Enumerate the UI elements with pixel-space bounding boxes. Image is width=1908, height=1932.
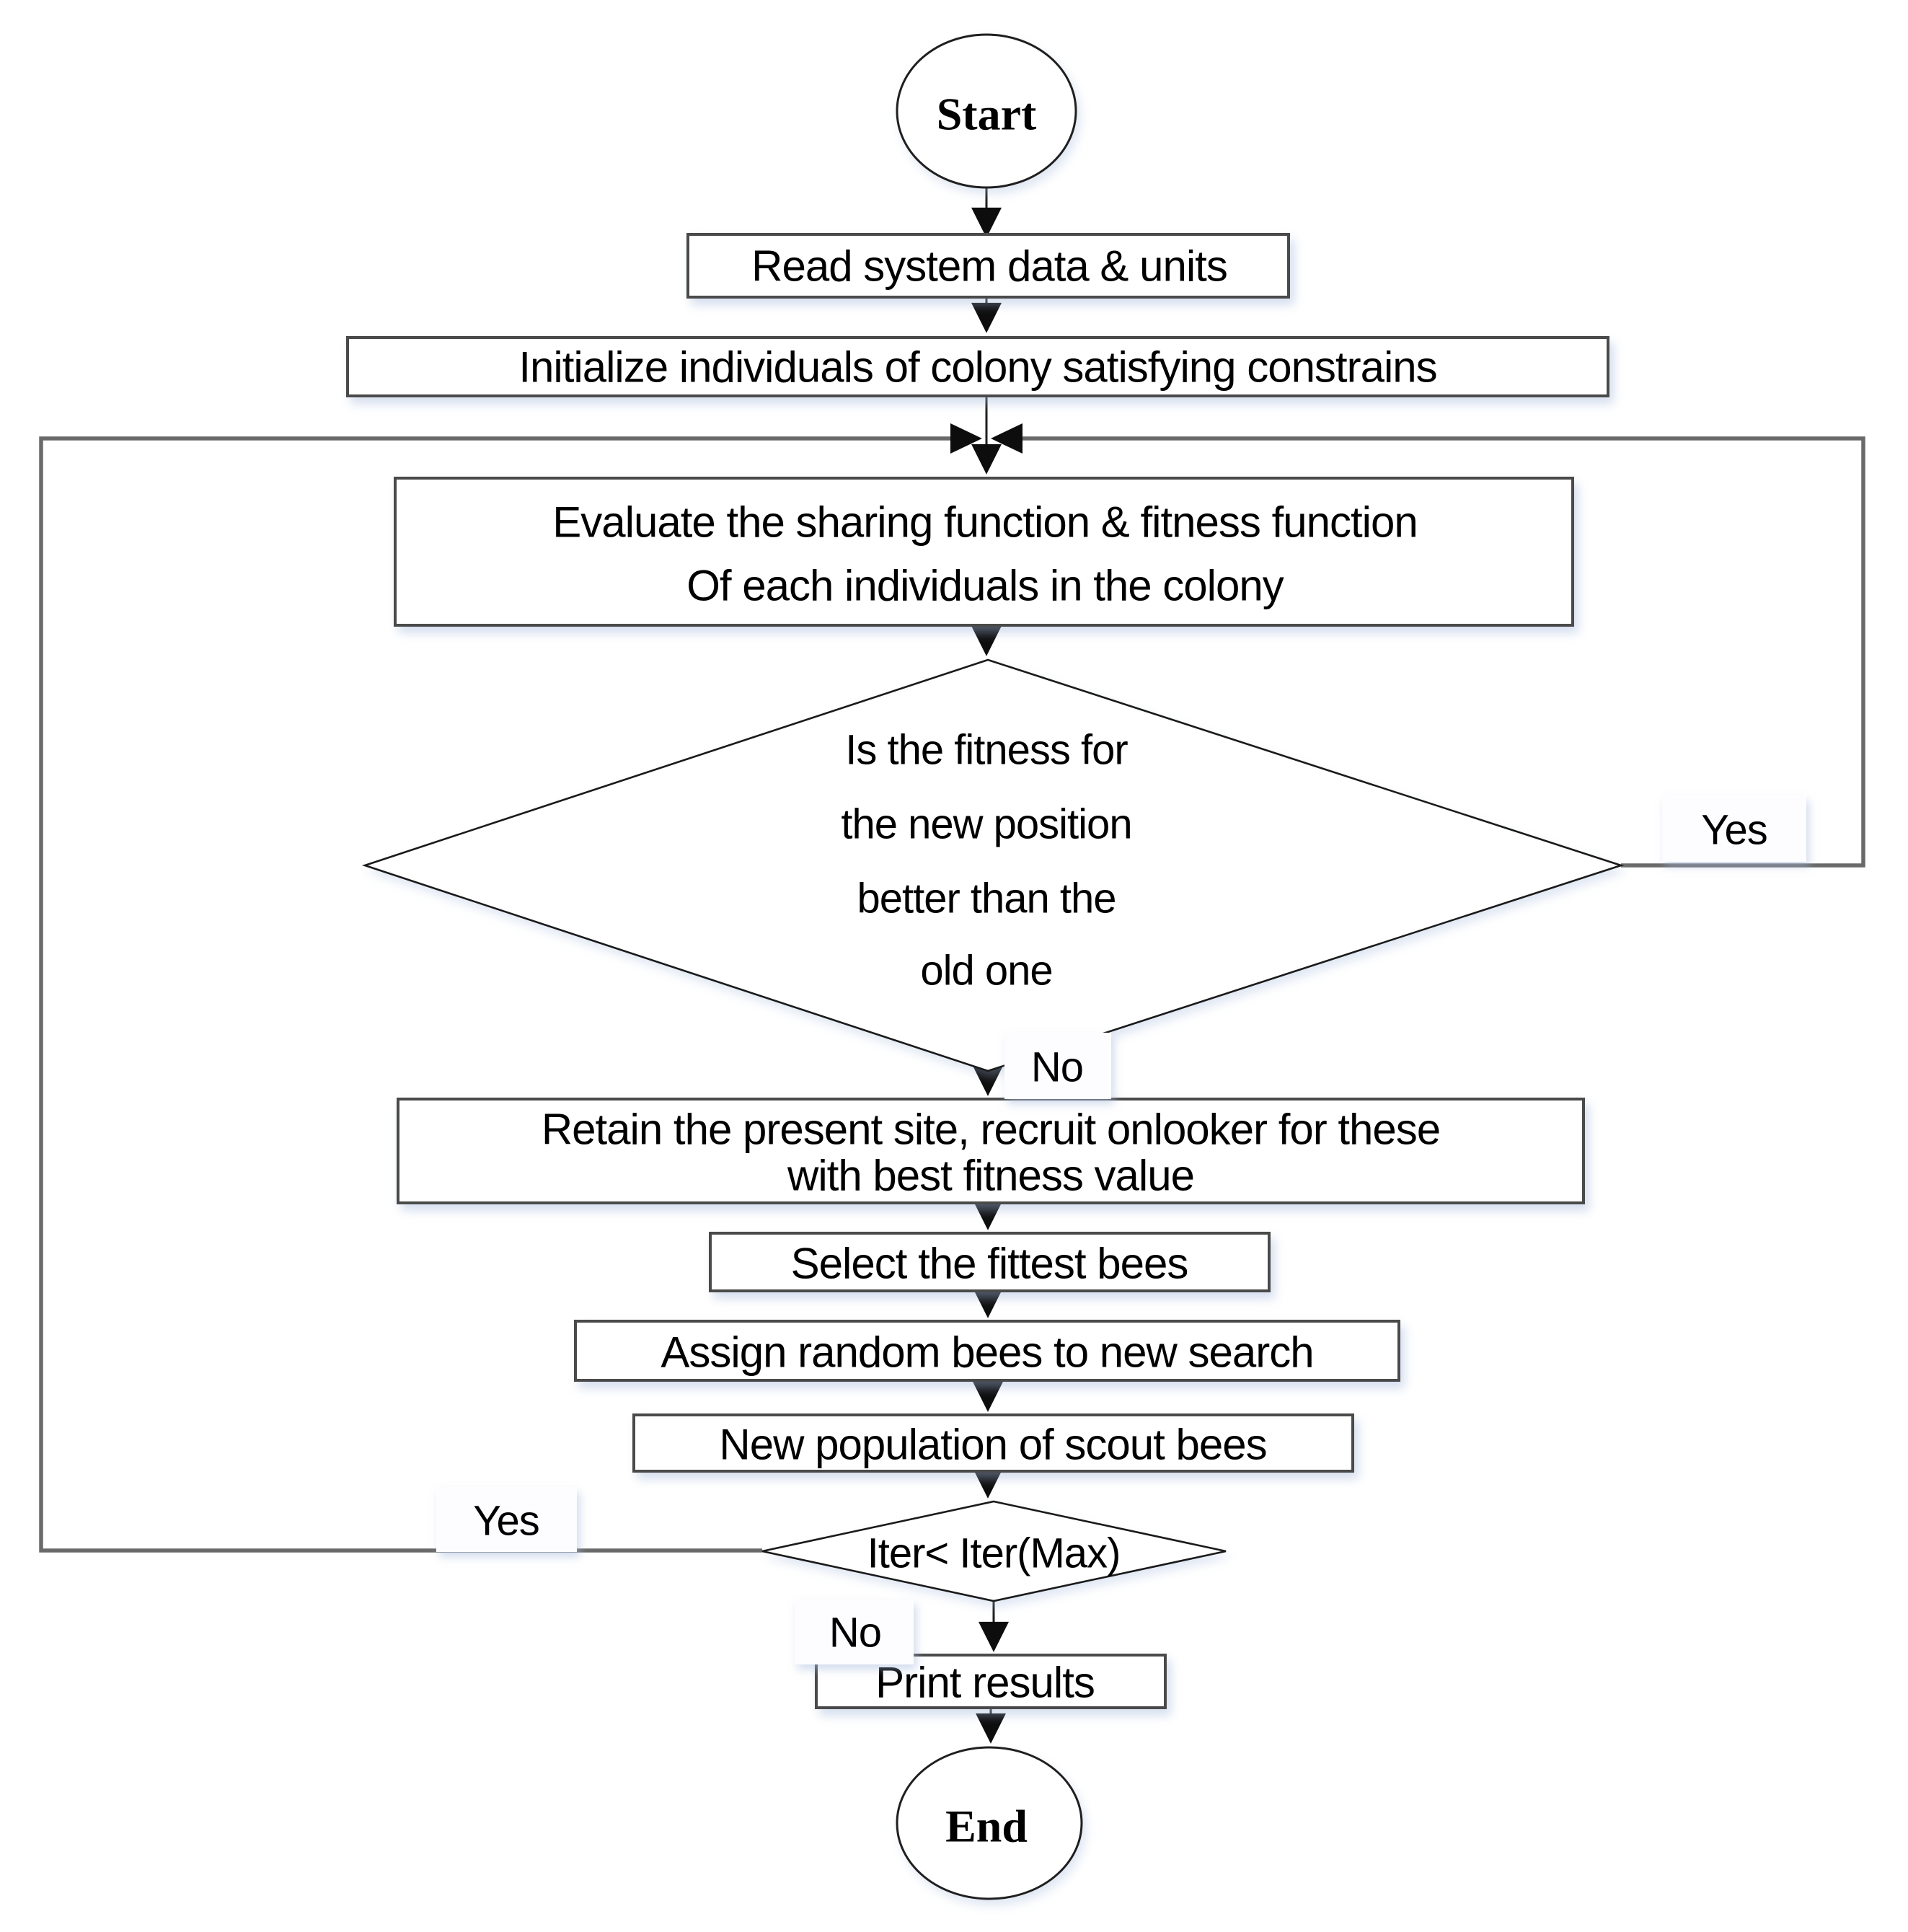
loop-iter-yes-line bbox=[39, 436, 966, 1553]
end-terminator bbox=[896, 1746, 1083, 1900]
iter-decision-diamond bbox=[761, 1500, 1227, 1602]
evaluate-box bbox=[394, 477, 1574, 627]
assign-box bbox=[574, 1320, 1400, 1382]
fitness-decision-line1: Is the fitness for bbox=[845, 727, 1128, 774]
fitness-yes-label-bg bbox=[1662, 795, 1806, 862]
iter-yes-label-bg bbox=[436, 1487, 577, 1552]
fitness-decision-line2: the new position bbox=[841, 801, 1131, 848]
fitness-no-label: No bbox=[1031, 1044, 1083, 1091]
end-label: End bbox=[945, 1801, 1028, 1852]
initialize-label: Initialize individuals of colony satisfy… bbox=[518, 343, 1436, 392]
start-label: Start bbox=[937, 89, 1037, 140]
retain-label-line1: Retain the present site, recruit onlooke… bbox=[542, 1106, 1440, 1154]
read-data-box bbox=[686, 233, 1290, 299]
fitness-decision-diamond bbox=[361, 658, 1625, 1072]
evaluate-label-line2: Of each individuals in the colony bbox=[686, 562, 1284, 610]
loop-fitness-yes-line bbox=[1008, 436, 1865, 868]
iter-no-label-bg bbox=[795, 1600, 914, 1664]
fitness-no-label-bg bbox=[1004, 1033, 1111, 1099]
fitness-yes-label: Yes bbox=[1701, 807, 1767, 854]
newpop-label: New population of scout bees bbox=[719, 1421, 1266, 1469]
newpop-box bbox=[632, 1413, 1354, 1473]
fitness-decision-line4: old one bbox=[920, 948, 1052, 994]
retain-box bbox=[397, 1098, 1585, 1204]
iter-no-label: No bbox=[829, 1610, 881, 1657]
read-data-label: Read system data & units bbox=[751, 242, 1227, 291]
iter-yes-label: Yes bbox=[473, 1498, 539, 1545]
iter-decision-label: Iter< Iter(Max) bbox=[867, 1530, 1121, 1577]
initialize-box bbox=[346, 336, 1609, 397]
select-box bbox=[709, 1232, 1271, 1292]
junction-arrow-left-icon bbox=[950, 423, 982, 454]
evaluate-label-line1: Evaluate the sharing function & fitness … bbox=[552, 498, 1417, 547]
print-results-label: Print results bbox=[875, 1659, 1095, 1707]
assign-label: Assign random bees to new search bbox=[661, 1328, 1313, 1377]
select-label: Select the fittest bees bbox=[791, 1240, 1188, 1288]
fitness-decision-line3: better than the bbox=[857, 875, 1116, 922]
junction-arrow-right-icon bbox=[991, 423, 1023, 454]
retain-label-line2: with best fitness value bbox=[787, 1152, 1194, 1200]
start-terminator bbox=[896, 33, 1077, 189]
